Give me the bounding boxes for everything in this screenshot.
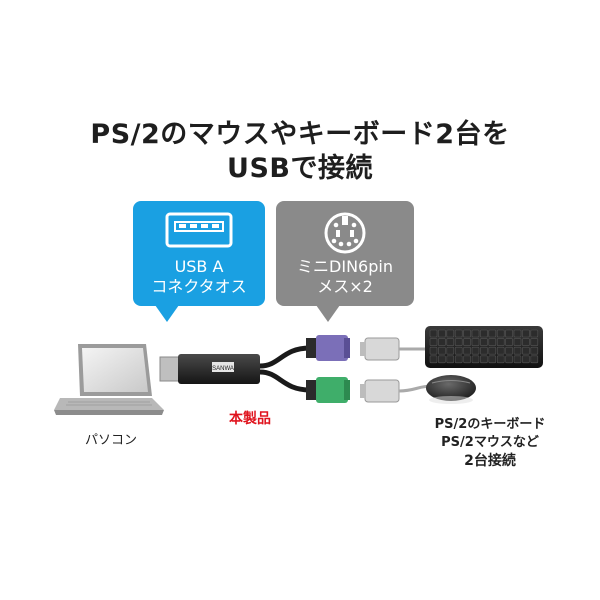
usb-a-port-icon	[165, 212, 233, 248]
ps2-callout-line1: ミニDIN6pin	[297, 257, 393, 276]
keyboard-key	[530, 355, 539, 364]
keyboard-key	[505, 329, 513, 338]
keyboard-key	[480, 355, 488, 364]
devices-line3: 2台接続	[464, 453, 516, 469]
usb-callout-tail	[155, 305, 179, 322]
ps2-callout-line2: メス×2	[317, 277, 373, 296]
headline-line2: USBで接続	[227, 153, 373, 184]
keyboard-key	[446, 355, 455, 364]
pc-label: パソコン	[85, 433, 138, 448]
keyboard-key	[463, 355, 471, 364]
laptop-icon	[54, 344, 164, 415]
keyboard-key	[463, 338, 471, 346]
usb-callout-line1: USB A	[174, 257, 224, 276]
keyboard-key	[480, 329, 488, 338]
keyboard-key	[429, 338, 438, 346]
keyboard-key	[471, 338, 480, 346]
keyboard-key	[438, 329, 446, 338]
mouse-plug	[360, 379, 433, 403]
ps2-callout: ミニDIN6pin メス×2	[276, 201, 414, 322]
keyboard-key	[522, 329, 530, 338]
keyboard-key	[429, 329, 438, 338]
keyboard-key	[454, 329, 463, 338]
keyboard-key	[522, 355, 530, 364]
keyboard-key	[480, 346, 488, 355]
mouse-icon	[426, 375, 476, 404]
usb-cable-icon: SANWA	[159, 335, 350, 403]
keyboard-key	[471, 346, 480, 355]
keyboard-icon	[425, 326, 543, 368]
keyboard-key	[446, 329, 455, 338]
keyboard-key	[438, 355, 446, 364]
keyboard-key	[505, 338, 513, 346]
keyboard-key	[454, 355, 463, 364]
keyboard-key	[530, 346, 539, 355]
keyboard-key	[471, 355, 480, 364]
keyboard-key	[505, 346, 513, 355]
keyboard-key	[438, 338, 446, 346]
keyboard-key	[513, 355, 522, 364]
mini-din-port-icon	[324, 212, 366, 254]
keyboard-key	[480, 338, 488, 346]
keyboard-key	[513, 329, 522, 338]
keyboard-key	[463, 346, 471, 355]
keyboard-key	[471, 329, 480, 338]
keyboard-key	[522, 346, 530, 355]
keyboard-key	[454, 346, 463, 355]
keyboard-key	[513, 338, 522, 346]
ps2-callout-tail	[316, 305, 340, 322]
keyboard-key	[530, 338, 539, 346]
keyboard-key	[488, 346, 497, 355]
keyboard-key	[496, 346, 505, 355]
devices-line2: PS/2マウスなど	[441, 435, 539, 450]
keyboard-key	[513, 346, 522, 355]
usb-callout-line2: コネクタオス	[151, 277, 247, 296]
keyboard-key	[429, 346, 438, 355]
keyboard-key	[496, 329, 505, 338]
keyboard-key	[522, 338, 530, 346]
keyboard-plug	[360, 337, 430, 361]
headline-line1: PS/2のマウスやキーボード2台を	[90, 119, 510, 150]
product-label: 本製品	[229, 411, 271, 427]
keyboard-key	[463, 329, 471, 338]
keyboard-key	[454, 338, 463, 346]
svg-text:SANWA: SANWA	[212, 366, 234, 372]
keyboard-key	[488, 355, 497, 364]
keyboard-key	[438, 346, 446, 355]
keyboard-key	[446, 338, 455, 346]
keyboard-key	[488, 329, 497, 338]
keyboard-key	[496, 338, 505, 346]
usb-a-callout: USB A コネクタオス	[133, 201, 265, 322]
keyboard-key	[530, 329, 539, 338]
keyboard-key	[429, 355, 438, 364]
keyboard-key	[446, 346, 455, 355]
keyboard-key	[488, 338, 497, 346]
keyboard-key	[505, 355, 513, 364]
keyboard-key	[496, 355, 505, 364]
devices-line1: PS/2のキーボード	[434, 417, 546, 432]
